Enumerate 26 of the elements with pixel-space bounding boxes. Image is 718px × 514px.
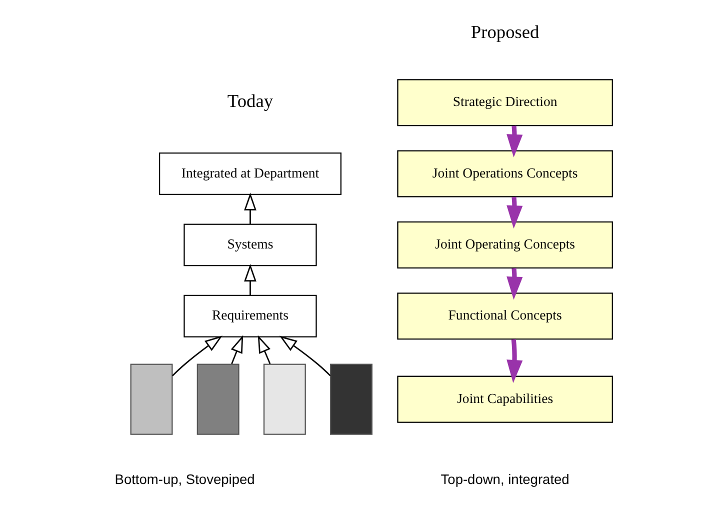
node-box: Joint Operating Concepts [397,221,613,268]
node-box: Requirements [184,294,317,338]
arrow [279,336,331,376]
label: Proposed [470,22,540,42]
node-box: Joint Capabilities [397,376,613,423]
node-bar [130,364,173,435]
arrow [244,264,256,296]
node-box: Integrated at Department [158,152,342,195]
node-bar [330,364,372,435]
node-box: Functional Concepts [397,292,613,340]
node-bar [263,364,306,435]
node-box: Strategic Direction [397,79,613,126]
label: Top-down, integrated [440,472,570,487]
label: Bottom-up, Stovepiped [114,472,255,487]
arrow [506,196,523,229]
node-box: Systems [184,224,317,266]
arrow [506,126,523,158]
label: Today [227,90,274,111]
arrow [172,336,222,376]
arrow [506,339,523,384]
node-box: Joint Operations Concepts [397,150,613,198]
arrow [506,268,523,300]
node-bar [196,364,240,435]
arrow [230,335,244,364]
arrow [258,335,271,364]
arrow [244,192,256,224]
